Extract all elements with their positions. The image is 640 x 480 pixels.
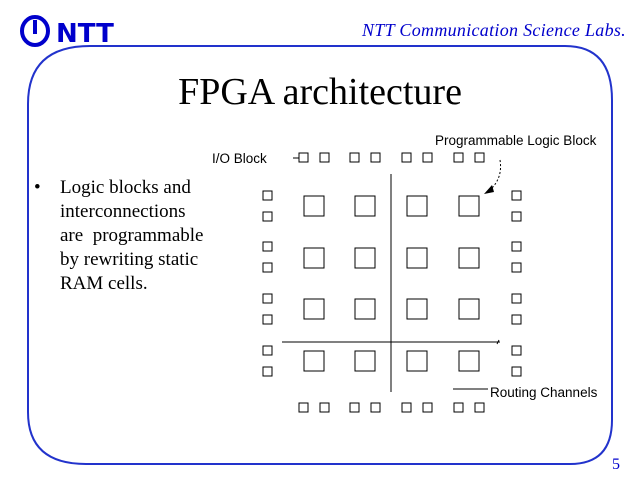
io-block [262,345,273,356]
bullet-item: • Logic blocks and interconnections are … [30,176,240,296]
logic-block [303,350,325,372]
io-block [453,152,464,163]
io-block [474,152,485,163]
io-block [262,262,273,273]
io-block [511,190,522,201]
io-block [511,211,522,222]
io-block [511,345,522,356]
bullet-list: • Logic blocks and interconnections are … [30,176,240,296]
logic-block [406,350,428,372]
io-block [511,262,522,273]
ntt-logo-text: NTT [56,19,114,49]
io-block [401,152,412,163]
logic-block [303,247,325,269]
logic-block [303,298,325,320]
logic-block [458,195,480,217]
io-block [319,152,330,163]
logic-block [303,195,325,217]
slide-title: FPGA architecture [178,71,462,113]
bullet-line: are programmable [60,225,204,246]
io-block [298,402,309,413]
io-block [262,366,273,377]
bullet-line: interconnections [60,201,186,222]
logic-block [458,298,480,320]
io-block [298,152,309,163]
io-block [511,293,522,304]
lab-name: NTT Communication Science Labs. [362,20,626,40]
logic-block [406,195,428,217]
io-block [262,314,273,325]
logic-block-grid [303,195,480,372]
io-block [349,402,360,413]
bullet-line: by rewriting static [60,249,199,270]
logic-block [354,195,376,217]
bullet-line: Logic blocks and [60,177,191,198]
logic-block [354,350,376,372]
io-block [511,241,522,252]
io-block [319,402,330,413]
io-block [453,402,464,413]
io-block [474,402,485,413]
programmable-logic-block-label: Programmable Logic Block [435,133,597,148]
io-block [422,402,433,413]
logic-block-pointer-arrow [489,159,501,191]
io-block [370,402,381,413]
io-block [401,402,412,413]
logic-block [354,298,376,320]
bullet-dot: • [34,177,41,198]
io-block [511,366,522,377]
logic-block [354,247,376,269]
logic-block-pointer-arrowhead [484,185,494,194]
io-block [262,190,273,201]
io-block [262,241,273,252]
routing-channels-label: Routing Channels [490,385,598,400]
logic-block [406,298,428,320]
io-block-label: I/O Block [212,151,267,166]
logic-block [406,247,428,269]
logic-block [458,350,480,372]
routing-channel-tick [496,339,500,345]
io-block-group [262,152,522,413]
io-block [422,152,433,163]
io-block [370,152,381,163]
io-block [511,314,522,325]
logic-block [458,247,480,269]
page-number: 5 [612,456,620,473]
io-block [262,293,273,304]
io-block [349,152,360,163]
bullet-line: RAM cells. [60,273,148,294]
io-block [262,211,273,222]
